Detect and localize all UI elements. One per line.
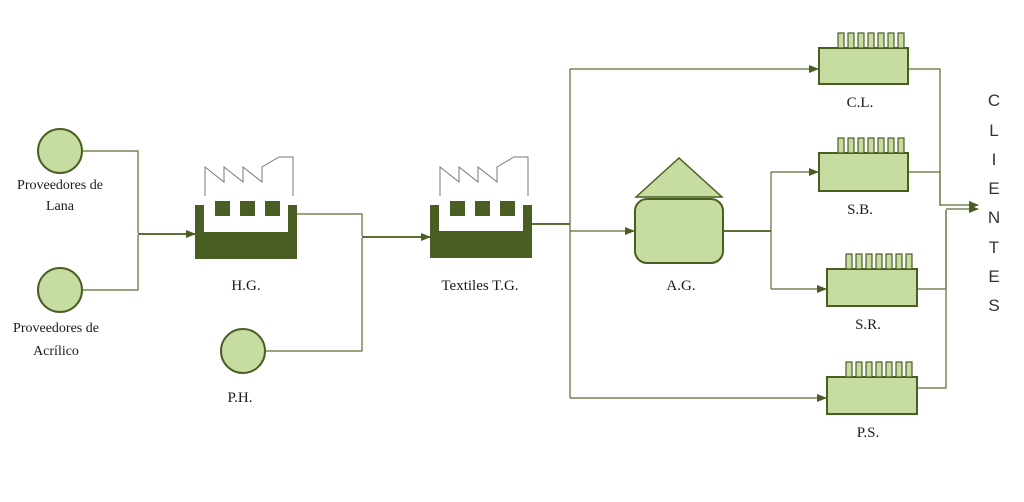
clientes-letter: I	[992, 150, 997, 169]
textiles-label: Textiles T.G.	[441, 278, 518, 294]
sb-label: S.B.	[847, 202, 873, 218]
clientes-label: C L I E N T E S	[988, 91, 1000, 315]
store-ps-icon	[826, 361, 918, 415]
cl-label: C.L.	[847, 95, 874, 111]
clientes-letter: L	[989, 121, 998, 140]
supplier-wool-label-line1: Proveedores de	[17, 178, 103, 193]
clientes-letter: E	[988, 179, 999, 198]
clientes-letter: N	[988, 208, 1000, 227]
store-sb-icon	[818, 137, 909, 192]
ps-label: P.S.	[857, 425, 880, 441]
sr-label: S.R.	[855, 317, 881, 333]
line-hg-to-textiles	[297, 213, 363, 236]
supplier-wool-label-line2: Lana	[46, 199, 75, 214]
store-sr-icon	[826, 253, 918, 307]
supplier-acrylic-node	[37, 267, 83, 313]
line-wool-to-hg	[82, 150, 139, 233]
supplier-acrylic-label-line1: Proveedores de	[13, 321, 99, 336]
ag-label: A.G.	[666, 278, 695, 294]
store-cl-icon	[818, 32, 909, 85]
ph-node	[220, 328, 266, 374]
clientes-letter: S	[988, 296, 999, 315]
supplier-wool-node	[37, 128, 83, 174]
hg-factory-icon	[195, 156, 297, 259]
ph-label: P.H.	[227, 390, 252, 406]
textiles-factory-icon	[430, 156, 532, 258]
supplier-acrylic-label-line2: Acrílico	[33, 344, 79, 359]
ag-warehouse-icon	[634, 156, 724, 264]
clientes-letter: E	[988, 267, 999, 286]
clientes-letter: T	[989, 238, 999, 257]
line-acrylic-to-hg	[82, 235, 139, 291]
connectors	[82, 65, 979, 402]
clientes-letter: C	[988, 91, 1000, 110]
hg-label: H.G.	[231, 278, 260, 294]
line-ph-to-textiles	[266, 238, 363, 352]
